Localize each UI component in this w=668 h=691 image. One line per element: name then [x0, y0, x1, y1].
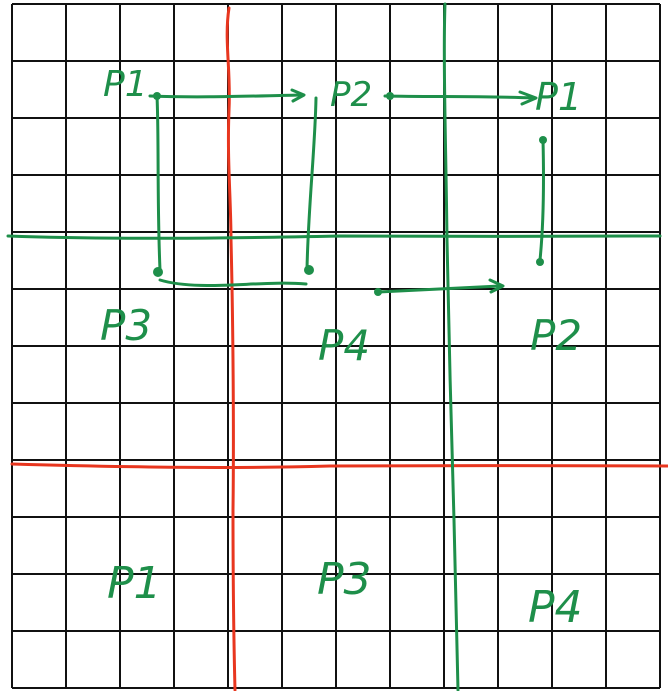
point-p2-right: [536, 258, 544, 266]
label-p4: P4: [318, 321, 370, 370]
point-p4: [304, 265, 314, 275]
arrow-p1-to-p2: [148, 93, 304, 99]
label-p2: P2: [330, 75, 372, 115]
green-lines: [6, 2, 662, 691]
red-horizontal-line: [10, 462, 668, 469]
point-p1: [153, 92, 161, 100]
arrow-head: [290, 88, 306, 103]
line-p3-to-p4: [158, 278, 308, 287]
label-bottom-p3: P3: [317, 554, 372, 605]
point-p4b: [374, 288, 382, 296]
point-p2: [386, 92, 394, 100]
arrow-head: [488, 278, 505, 294]
line-p1-down-to-p3: [155, 94, 162, 272]
quadrant-arrows: [148, 88, 546, 294]
arrow-p4-to-p2: [376, 284, 502, 294]
green-horizontal-line: [6, 234, 662, 240]
arrow-p2-up-to-p1: [538, 138, 546, 262]
point-p3: [153, 267, 163, 277]
line-p2-down-to-p4: [305, 96, 318, 272]
label-p1-right: P1: [535, 75, 582, 119]
points: [153, 92, 547, 296]
label-p2-right: P2: [530, 311, 582, 360]
point-p1-right: [539, 136, 547, 144]
labels: P1 P2 P1 P3 P4 P2 P1 P3 P4: [100, 64, 583, 633]
label-bottom-p4: P4: [528, 582, 583, 633]
arrow-p2-to-p1-right: [383, 94, 536, 100]
label-bottom-p1: P1: [107, 558, 162, 609]
label-p1: P1: [103, 64, 148, 105]
green-vertical-line: [442, 2, 460, 691]
arrow-head: [518, 90, 538, 106]
label-p3: P3: [100, 301, 152, 350]
grid: [11, 3, 661, 689]
